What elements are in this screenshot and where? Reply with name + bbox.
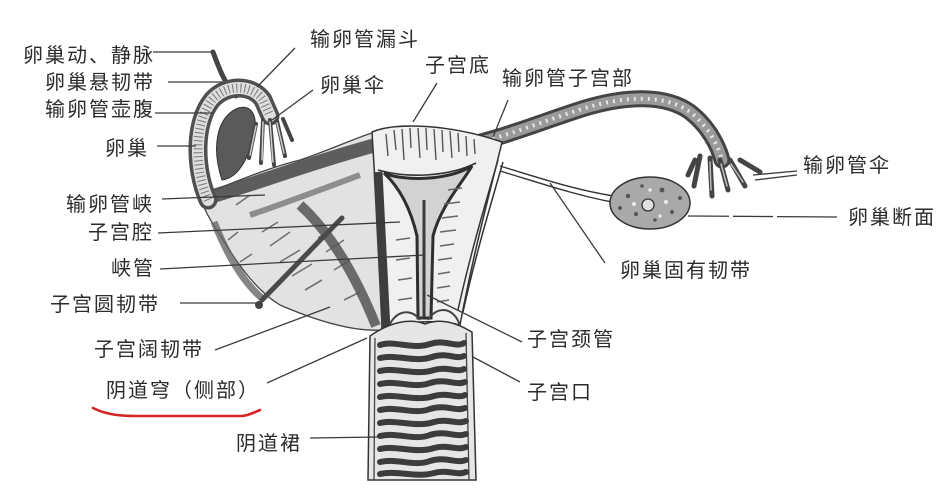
label-isthmus-of-uterine-tube: 输卵管峡 <box>66 192 154 216</box>
leader-uterine-cavity <box>157 221 401 234</box>
vagina <box>367 320 477 481</box>
label-round-ligament-of-uterus: 子宫圆韧带 <box>50 292 160 316</box>
red-underline-annotation <box>91 406 262 418</box>
leader-infundibulum <box>256 47 296 88</box>
label-uterine-part-of-tube: 输卵管子宫部 <box>502 66 634 90</box>
leader-vaginal-fornix <box>266 337 368 384</box>
vaginal-rugae <box>377 339 469 478</box>
leader-ovary-cross-section <box>687 215 838 218</box>
leader-fundus <box>412 82 438 123</box>
label-fundus-of-uterus: 子宫底 <box>425 53 491 77</box>
leader-fimbriae-of-tube <box>752 170 798 176</box>
leader-ovarian-fimbria <box>271 89 314 121</box>
label-vaginal-fornix-lateral: 阴道穹（侧部） <box>106 378 260 402</box>
label-uterine-cavity: 子宫腔 <box>88 220 154 244</box>
uterus-body <box>371 125 504 332</box>
label-vaginal-rugae: 阴道裙 <box>236 431 302 455</box>
label-cervical-canal: 子宫颈管 <box>527 327 615 351</box>
right-ovary-cross-section <box>609 176 691 230</box>
label-ovary: 卵巢 <box>105 136 149 160</box>
label-broad-ligament-of-uterus: 子宫阔韧带 <box>94 337 204 361</box>
label-fimbriae-of-uterine-tube: 输卵管伞 <box>803 153 891 177</box>
label-infundibulum-of-uterine-tube: 输卵管漏斗 <box>310 27 420 51</box>
label-ovarian-fimbria: 卵巢伞 <box>320 73 386 97</box>
leader-broad-ligament <box>214 306 331 351</box>
label-external-os-of-uterus: 子宫口 <box>527 380 593 404</box>
leader-uterine-part-of-tube <box>492 99 509 138</box>
label-ovary-cross-section: 卵巢断面 <box>848 205 936 229</box>
left-uterine-tube <box>188 78 280 210</box>
label-proper-ligament-of-ovary: 卵巢固有韧带 <box>620 258 752 282</box>
leader-cervical-canal <box>426 294 523 343</box>
proper-ligament-of-ovary <box>499 165 615 203</box>
leader-isthmus-canal <box>159 254 426 270</box>
broad-ligament <box>199 131 383 331</box>
leader-proper-ligament <box>549 182 606 264</box>
leader-external-os <box>472 356 521 383</box>
follicle <box>641 198 655 212</box>
label-isthmus-canal: 峡管 <box>111 256 155 280</box>
label-suspensory-ligament-of-ovary: 卵巢悬韧带 <box>45 70 155 94</box>
leader-lines <box>153 47 838 439</box>
leader-isthmus-of-tube <box>161 194 266 200</box>
leader-vaginal-rugae <box>309 436 381 439</box>
label-ovarian-artery-vein: 卵巢动、静脉 <box>23 43 155 67</box>
label-ampulla-of-uterine-tube: 输卵管壶腹 <box>45 97 155 121</box>
left-ovary <box>216 106 256 181</box>
right-uterine-tube <box>436 90 731 169</box>
